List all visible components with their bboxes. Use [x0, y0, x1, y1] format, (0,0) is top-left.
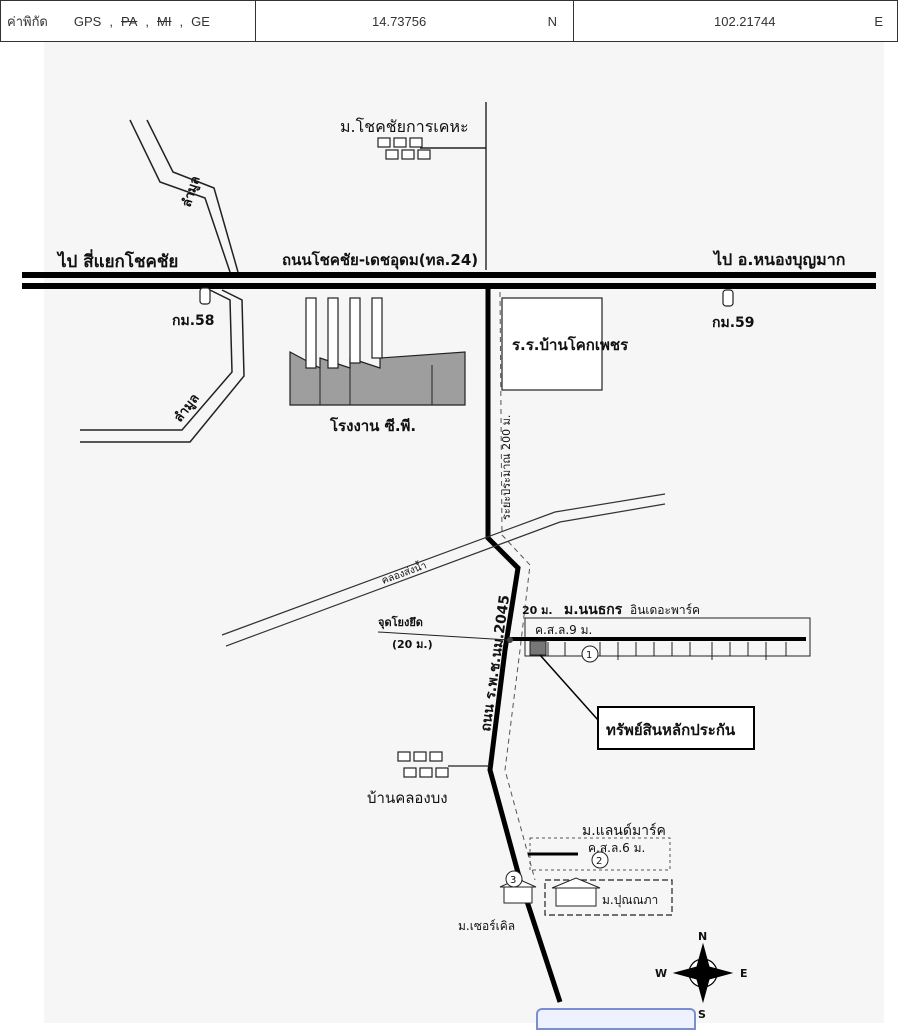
distance-20m-label: 20 ม. — [522, 604, 553, 617]
reference-leader — [377, 631, 511, 641]
gps-separator: , — [109, 13, 113, 29]
circle-village-label: ม.เซอร์เคิล — [458, 919, 515, 933]
collateral-label: ทรัพย์สินหลักประกัน — [606, 721, 736, 739]
stamp-edge — [536, 1008, 696, 1030]
nonthakorn-sub-label: อินเดอะพาร์ค — [630, 603, 700, 617]
map-margin — [0, 312, 44, 1023]
landmark-plot — [529, 837, 671, 871]
gps-system-cell: ค่าพิกัด GPS , PA , MI , GE — [1, 1, 256, 41]
marker-3-label: 3 — [510, 875, 516, 886]
collateral-box — [597, 706, 755, 750]
punnapha-plot — [544, 879, 673, 916]
school-plot — [501, 297, 603, 391]
to-east-label: ไป อ.หนองบุญมาก — [712, 250, 845, 270]
reference-distance-label: (20 ม.) — [392, 638, 433, 651]
collateral-leader — [539, 654, 599, 721]
compass-e-label: E — [740, 967, 748, 980]
km58-label: กม.58 — [172, 313, 215, 329]
side-road-label: ถนน ร.พ.ช.นม.2045 — [478, 594, 513, 733]
gps-separator: , — [179, 13, 184, 29]
river-road — [80, 119, 245, 443]
canal-label: คลองส่งน้ำ — [379, 558, 428, 587]
gps-option-gps: GPS — [73, 13, 102, 29]
compass-n-label: N — [698, 930, 707, 943]
river-top-label: ลำมูล — [179, 174, 204, 209]
collateral-plot — [529, 640, 547, 656]
km59-label: กม.59 — [712, 315, 755, 331]
distance-label: ระยะประมาณ 200 ม. — [500, 415, 513, 520]
gps-option-ge: GE — [191, 13, 210, 29]
distance-dashed-line — [499, 291, 536, 881]
main-highway — [22, 272, 876, 289]
punnapha-label: ม.ปุณณภา — [602, 893, 658, 908]
to-west-label: ไป สี่แยกโชคชัย — [56, 249, 178, 272]
village-top-road — [420, 102, 487, 270]
map-background — [44, 42, 884, 1023]
gps-separator: , — [145, 13, 149, 29]
river-bottom-label: ลำมูล — [171, 391, 203, 426]
landmark-label: ม.แลนด์มาร์ค — [582, 822, 666, 839]
gps-option-pa: PA — [120, 13, 138, 29]
latitude-value: 14.73756 — [372, 13, 427, 29]
canal — [221, 493, 666, 647]
khlongbong-label: บ้านคลองบง — [367, 789, 448, 807]
main-road-label: ถนนโชคชัย-เดชอุดม(ทล.24) — [282, 250, 478, 270]
longitude-cell: 102.21744 E — [574, 1, 897, 41]
school-label: ร.ร.บ้านโคกเพชร — [512, 335, 629, 354]
km-post-icon — [199, 287, 734, 307]
village-top-label: ม.โชคชัยการเคหะ — [340, 117, 469, 136]
gps-option-mi: MI — [157, 13, 172, 29]
reference-point — [507, 637, 513, 643]
longitude-direction: E — [874, 13, 883, 29]
latitude-cell: 14.73756 N — [256, 1, 574, 41]
compass-s-label: S — [698, 1008, 706, 1021]
nonthakorn-soi — [505, 617, 811, 663]
latitude-direction: N — [547, 13, 557, 29]
factory-label: โรงงาน ซี.พี. — [329, 416, 416, 435]
nonthakorn-label: ม.นนธกร — [564, 602, 623, 618]
marker-circle — [591, 851, 609, 869]
compass-icon — [672, 942, 734, 1004]
road-ksl6-label: ค.ส.ล.6 ม. — [588, 841, 645, 855]
compass-w-label: W — [655, 967, 667, 980]
longitude-value: 102.21744 — [714, 13, 776, 29]
reference-point-label: จุดโยงยึด — [378, 615, 423, 630]
road-ksl9-label: ค.ส.ล.9 ม. — [535, 623, 592, 637]
factory-icon — [289, 297, 466, 406]
gps-label: ค่าพิกัด — [7, 13, 48, 29]
marker-1-label: 1 — [586, 650, 592, 661]
marker-2-label: 2 — [596, 856, 602, 867]
gps-coordinate-bar: ค่าพิกัด GPS , PA , MI , GE 14.73756 N 1… — [0, 0, 898, 42]
houses-icon — [377, 137, 449, 778]
marker-circle — [505, 870, 523, 888]
